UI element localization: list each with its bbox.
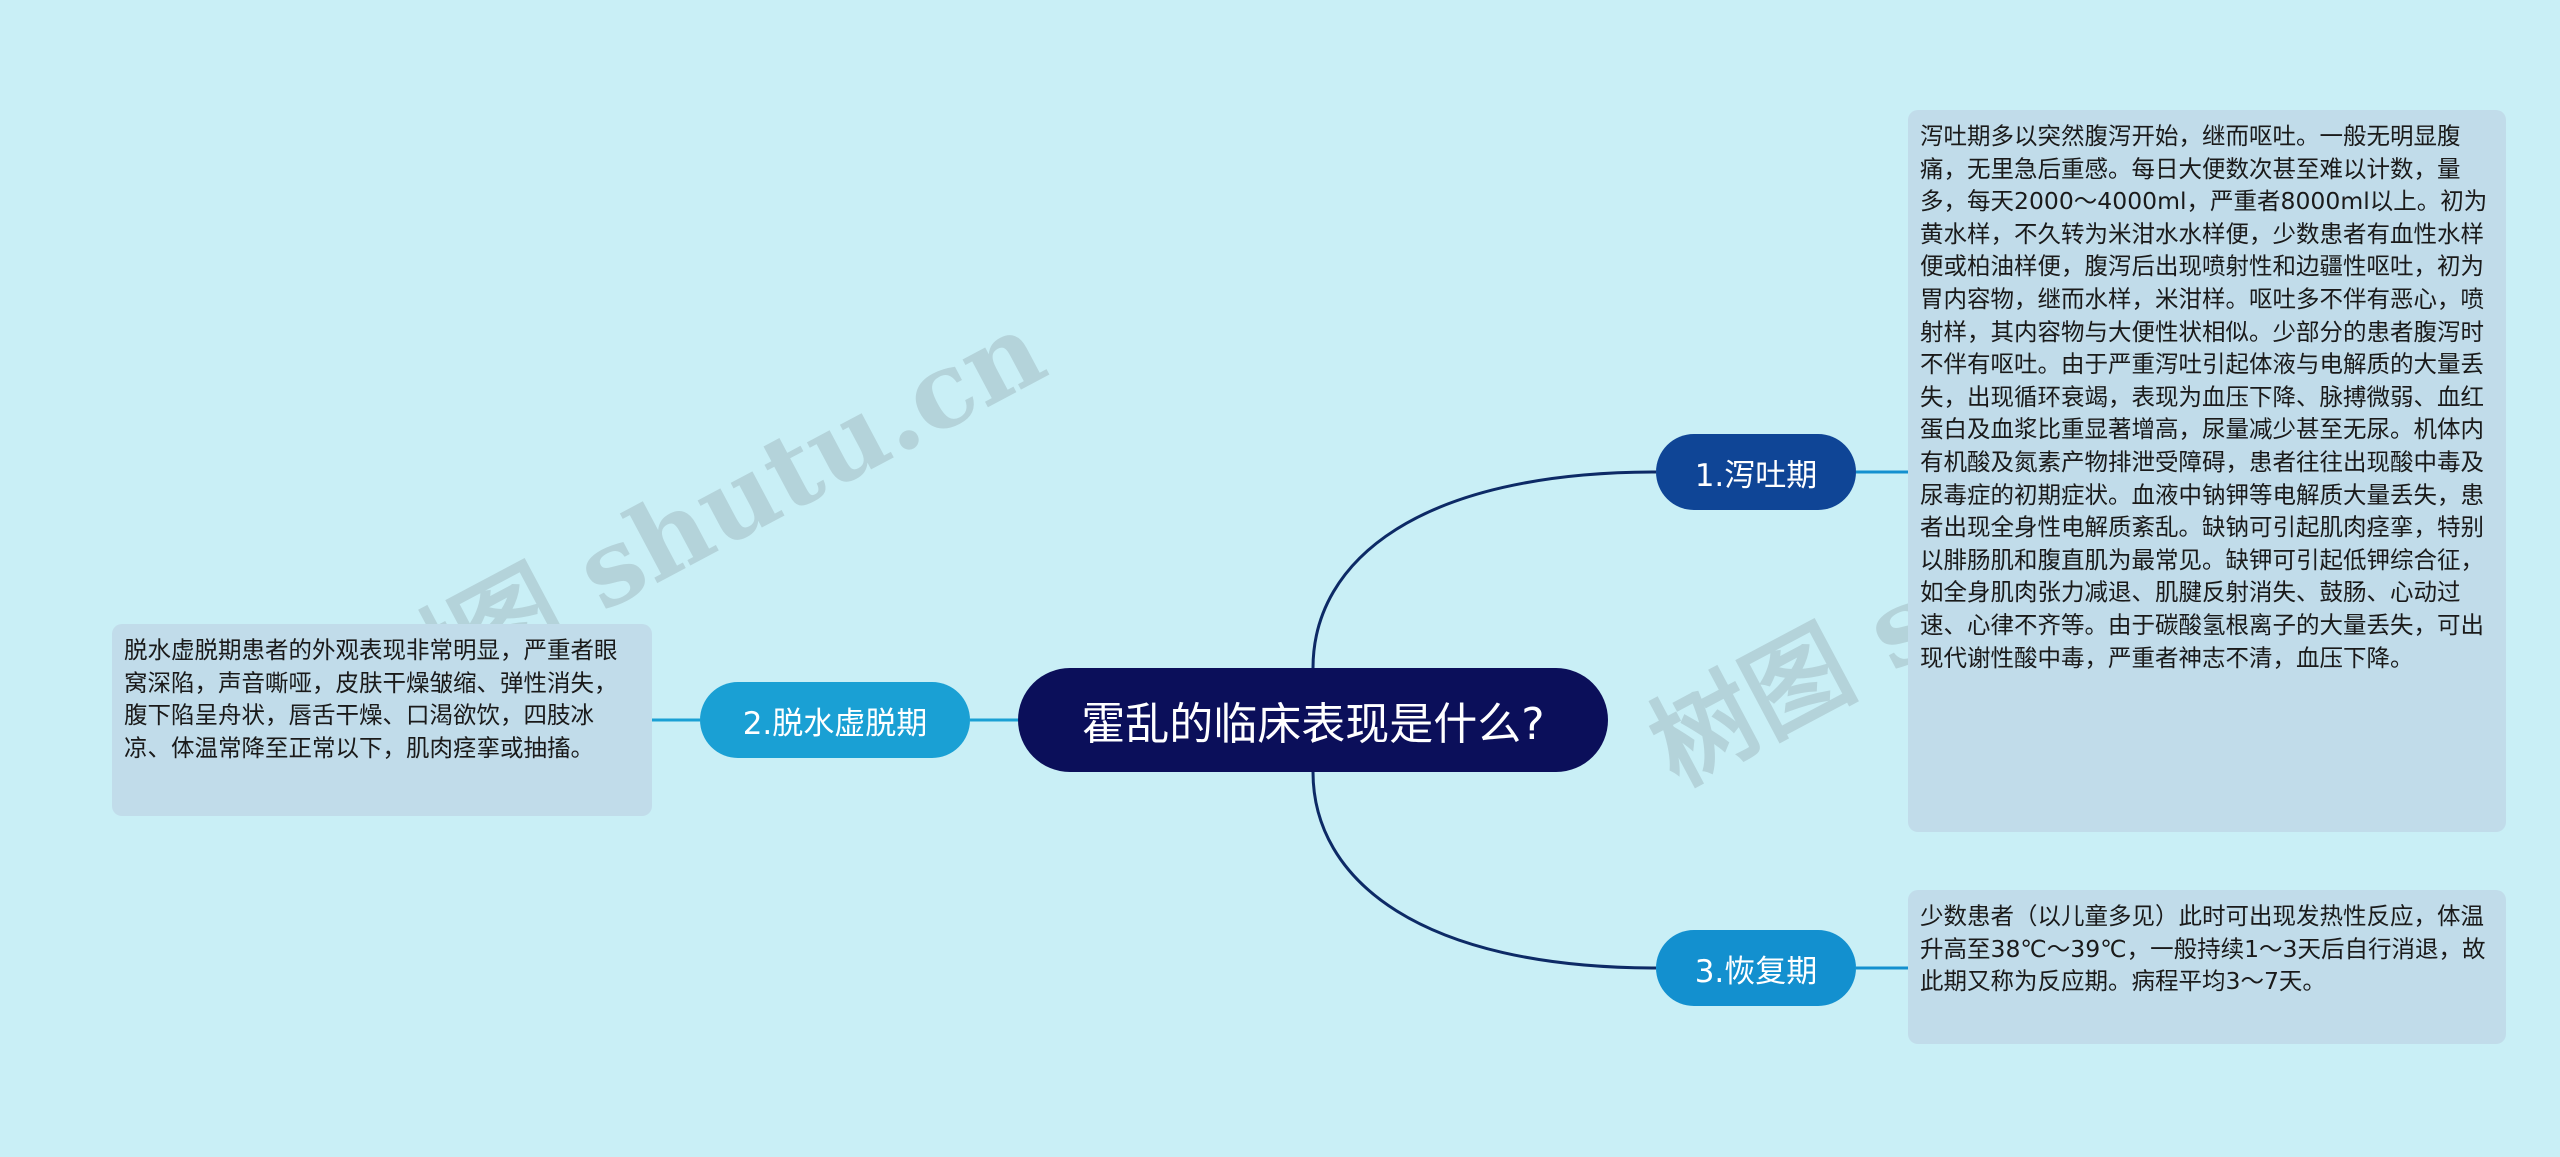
- edge-central-to-branch1: [1311, 470, 1657, 669]
- branch-node-3-label: 3.恢复期: [1694, 953, 1818, 990]
- branch-node-2-label: 2.脱水虚脱期: [742, 705, 928, 742]
- leaf-note-1-text: 泻吐期多以突然腹泻开始，继而呕吐。一般无明显腹痛，无里急后重感。每日大便数次甚至…: [1920, 122, 2488, 672]
- branch-node-2[interactable]: 2.脱水虚脱期: [700, 682, 970, 758]
- leaf-note-3-text: 少数患者（以儿童多见）此时可出现发热性反应，体温升高至38℃～39℃，一般持续1…: [1920, 902, 2486, 996]
- branch-node-1-label: 1.泻吐期: [1694, 457, 1818, 494]
- branch-node-3[interactable]: 3.恢复期: [1656, 930, 1856, 1006]
- leaf-note-3[interactable]: 少数患者（以儿童多见）此时可出现发热性反应，体温升高至38℃～39℃，一般持续1…: [1908, 890, 2506, 1044]
- central-topic[interactable]: 霍乱的临床表现是什么?: [1018, 668, 1608, 772]
- leaf-note-2-text: 脱水虚脱期患者的外观表现非常明显，严重者眼窝深陷，声音嘶哑，皮肤干燥皱缩、弹性消…: [124, 636, 618, 762]
- leaf-note-2[interactable]: 脱水虚脱期患者的外观表现非常明显，严重者眼窝深陷，声音嘶哑，皮肤干燥皱缩、弹性消…: [112, 624, 652, 816]
- branch-node-1[interactable]: 1.泻吐期: [1656, 434, 1856, 510]
- central-topic-label: 霍乱的临床表现是什么?: [1081, 699, 1545, 750]
- edge-central-to-branch3: [1311, 771, 1657, 970]
- leaf-note-1[interactable]: 泻吐期多以突然腹泻开始，继而呕吐。一般无明显腹痛，无里急后重感。每日大便数次甚至…: [1908, 110, 2506, 832]
